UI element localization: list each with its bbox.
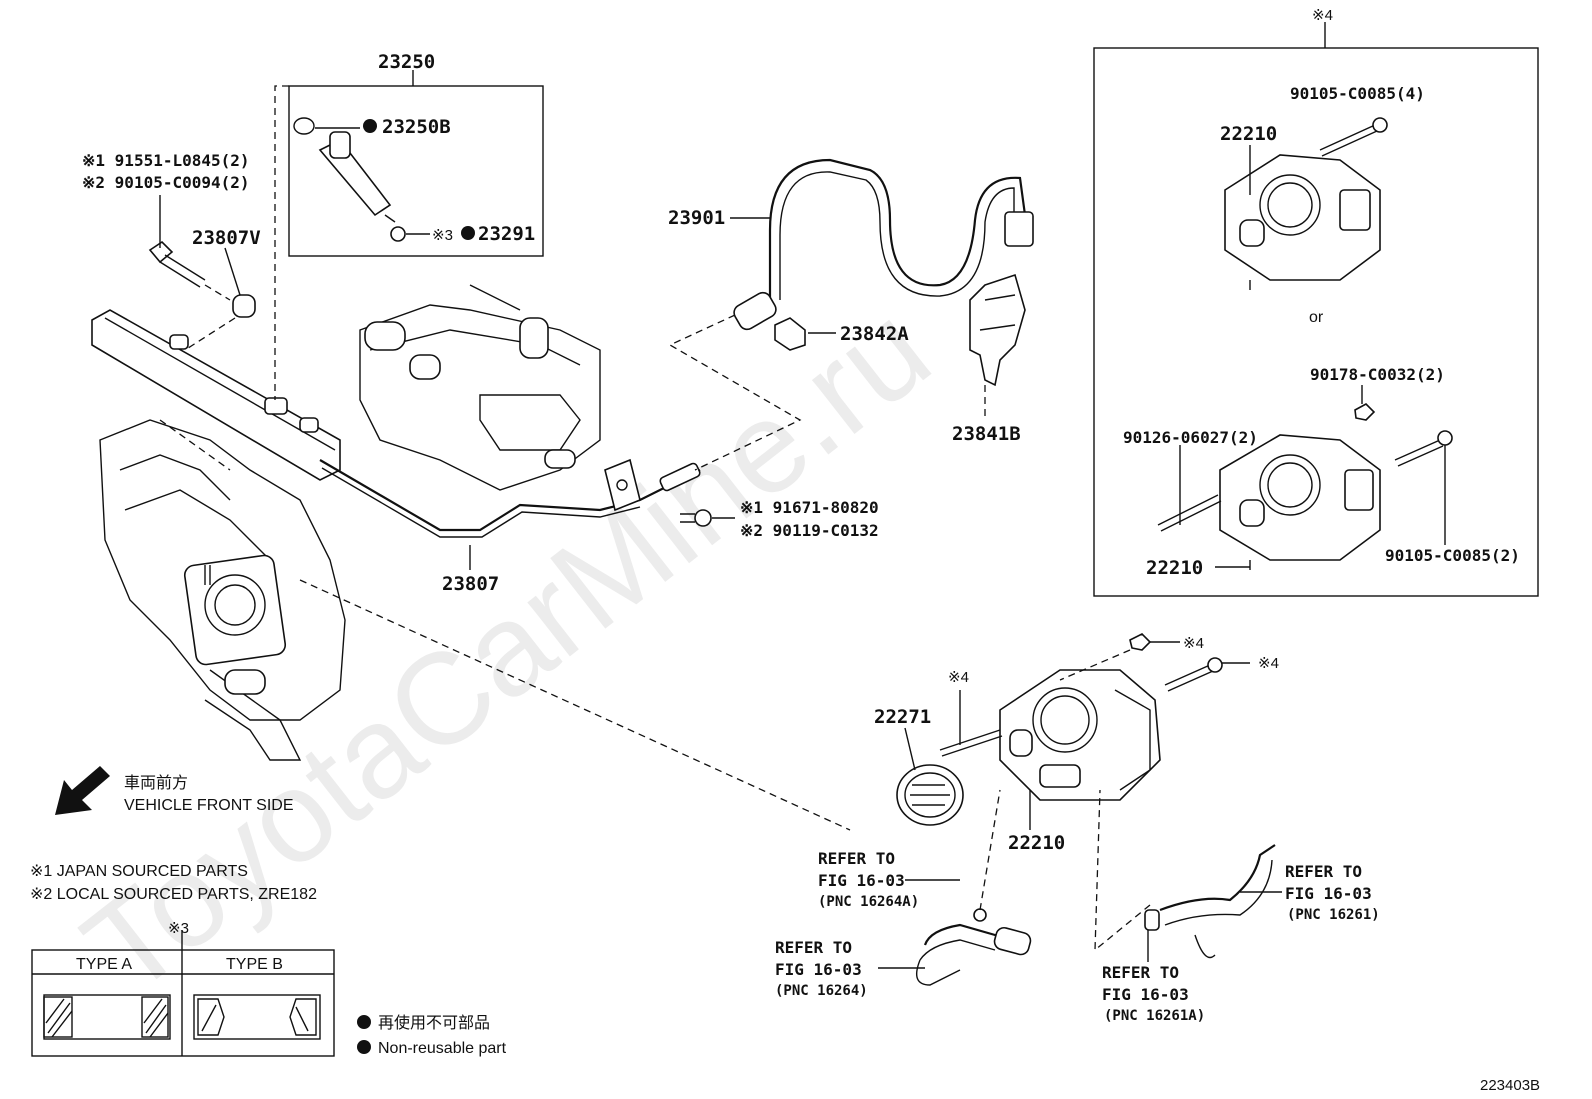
- seal-type-table: [31, 930, 335, 1057]
- label-23250: 23250: [378, 51, 435, 73]
- label-inset-nut: 90178-C0032(2): [1310, 365, 1445, 384]
- label-23250b: 23250B: [382, 116, 451, 138]
- label-23841b: 23841B: [952, 423, 1021, 445]
- label-23807v: 23807V: [192, 227, 261, 249]
- svg-text:REFER TO: REFER TO: [1285, 862, 1362, 881]
- inset-throttle-top-drawing: [1224, 117, 1388, 290]
- label-mark4-nut: ※4: [1183, 635, 1204, 652]
- throttle-variant-inset-box: [1093, 47, 1539, 597]
- label-type-mark: ※3: [168, 920, 189, 937]
- svg-text:(PNC 16264): (PNC 16264): [775, 983, 868, 999]
- svg-text:REFER TO: REFER TO: [775, 938, 852, 957]
- label-inset-mark: ※4: [1312, 7, 1333, 24]
- label-inset-stud: 90126-06027(2): [1123, 428, 1258, 447]
- refer-note-16264: REFER TO FIG 16-03 (PNC 16264): [775, 938, 868, 999]
- engine-block-drawing: [359, 284, 601, 491]
- label-nonreuse-jp: 再使用不可部品: [378, 1014, 490, 1032]
- svg-text:FIG 16-03: FIG 16-03: [1285, 884, 1372, 903]
- label-inset-22210-bottom: 22210: [1146, 557, 1203, 579]
- label-23807: 23807: [442, 573, 499, 595]
- label-inset-22210-top: 22210: [1220, 123, 1277, 145]
- intake-manifold-drawing: [99, 419, 346, 761]
- label-23291: 23291: [478, 223, 535, 245]
- label-bolt-local: ※2 90105-C0094(2): [82, 173, 250, 192]
- label-union-local: ※2 90119-C0132: [740, 521, 879, 540]
- label-nonreuse-en: Non-reusable part: [378, 1040, 507, 1057]
- svg-text:REFER TO: REFER TO: [818, 849, 895, 868]
- label-mark4-bolt: ※4: [1258, 655, 1279, 672]
- label-inset-or: or: [1309, 309, 1324, 326]
- refer-note-16261a: REFER TO FIG 16-03 (PNC 16261A): [1102, 963, 1205, 1024]
- label-inset-bolt-bottom: 90105-C0085(2): [1385, 546, 1520, 565]
- inset-throttle-bottom-drawing: [1157, 403, 1453, 570]
- svg-text:FIG 16-03: FIG 16-03: [818, 871, 905, 890]
- note-local-sourced: ※2 LOCAL SOURCED PARTS, ZRE182: [30, 886, 317, 903]
- svg-text:(PNC 16264A): (PNC 16264A): [818, 894, 919, 910]
- svg-text:FIG 16-03: FIG 16-03: [775, 960, 862, 979]
- label-22210: 22210: [1008, 832, 1065, 854]
- refer-note-16264a: REFER TO FIG 16-03 (PNC 16264A): [818, 849, 919, 910]
- leader-manifold-to-engine: [159, 419, 231, 471]
- label-bolt-jp: ※1 91551-L0845(2): [82, 151, 250, 170]
- svg-text:(PNC 16261): (PNC 16261): [1287, 907, 1380, 923]
- note-japan-sourced: ※1 JAPAN SOURCED PARTS: [30, 863, 248, 880]
- refer-note-16261: REFER TO FIG 16-03 (PNC 16261): [1285, 862, 1380, 923]
- fuel-delivery-pipe-drawing: [91, 309, 341, 481]
- bracket-23841b-drawing: [969, 273, 1026, 420]
- label-type-b: TYPE B: [226, 956, 283, 973]
- water-hoses-drawing: [916, 789, 1276, 986]
- label-mark4-stud: ※4: [948, 669, 969, 686]
- label-23842a: 23842A: [840, 323, 909, 345]
- leader-hose-to-pipe: [668, 314, 802, 471]
- injector-inset: [274, 85, 544, 400]
- clamp-23842a-drawing: [774, 317, 836, 351]
- gasket-22271-drawing: [896, 764, 964, 826]
- label-leader-lines: [159, 22, 1446, 969]
- label-union-jp: ※1 91671-80820: [740, 498, 879, 517]
- union-bolt-drawing: [680, 509, 712, 527]
- fuel-hose-23901-drawing: [733, 158, 1034, 331]
- svg-text:REFER TO: REFER TO: [1102, 963, 1179, 982]
- label-front-en: VEHICLE FRONT SIDE: [124, 797, 294, 814]
- label-front-jp: 車両前方: [124, 774, 188, 792]
- vehicle-front-arrow-icon: [55, 766, 110, 815]
- svg-text:FIG 16-03: FIG 16-03: [1102, 985, 1189, 1004]
- label-type-a: TYPE A: [76, 956, 132, 973]
- fuel-pipe-23807-drawing: [319, 458, 701, 538]
- svg-text:(PNC 16261A): (PNC 16261A): [1104, 1008, 1205, 1024]
- label-23901: 23901: [668, 207, 725, 229]
- nonreusable-dot-icon: [357, 1015, 371, 1029]
- throttle-body-main-drawing: [999, 669, 1161, 801]
- figure-code: 223403B: [1480, 1077, 1540, 1094]
- label-inset-bolt-top: 90105-C0085(4): [1290, 84, 1425, 103]
- label-22271: 22271: [874, 706, 931, 728]
- stud-and-nut-drawing: [939, 633, 1250, 757]
- label-23291-mark: ※3: [432, 227, 453, 244]
- mounting-bolt-drawing: [148, 240, 256, 351]
- leader-manifold-to-throttle: [299, 579, 851, 831]
- nonreusable-dot-icon-en: [357, 1040, 371, 1054]
